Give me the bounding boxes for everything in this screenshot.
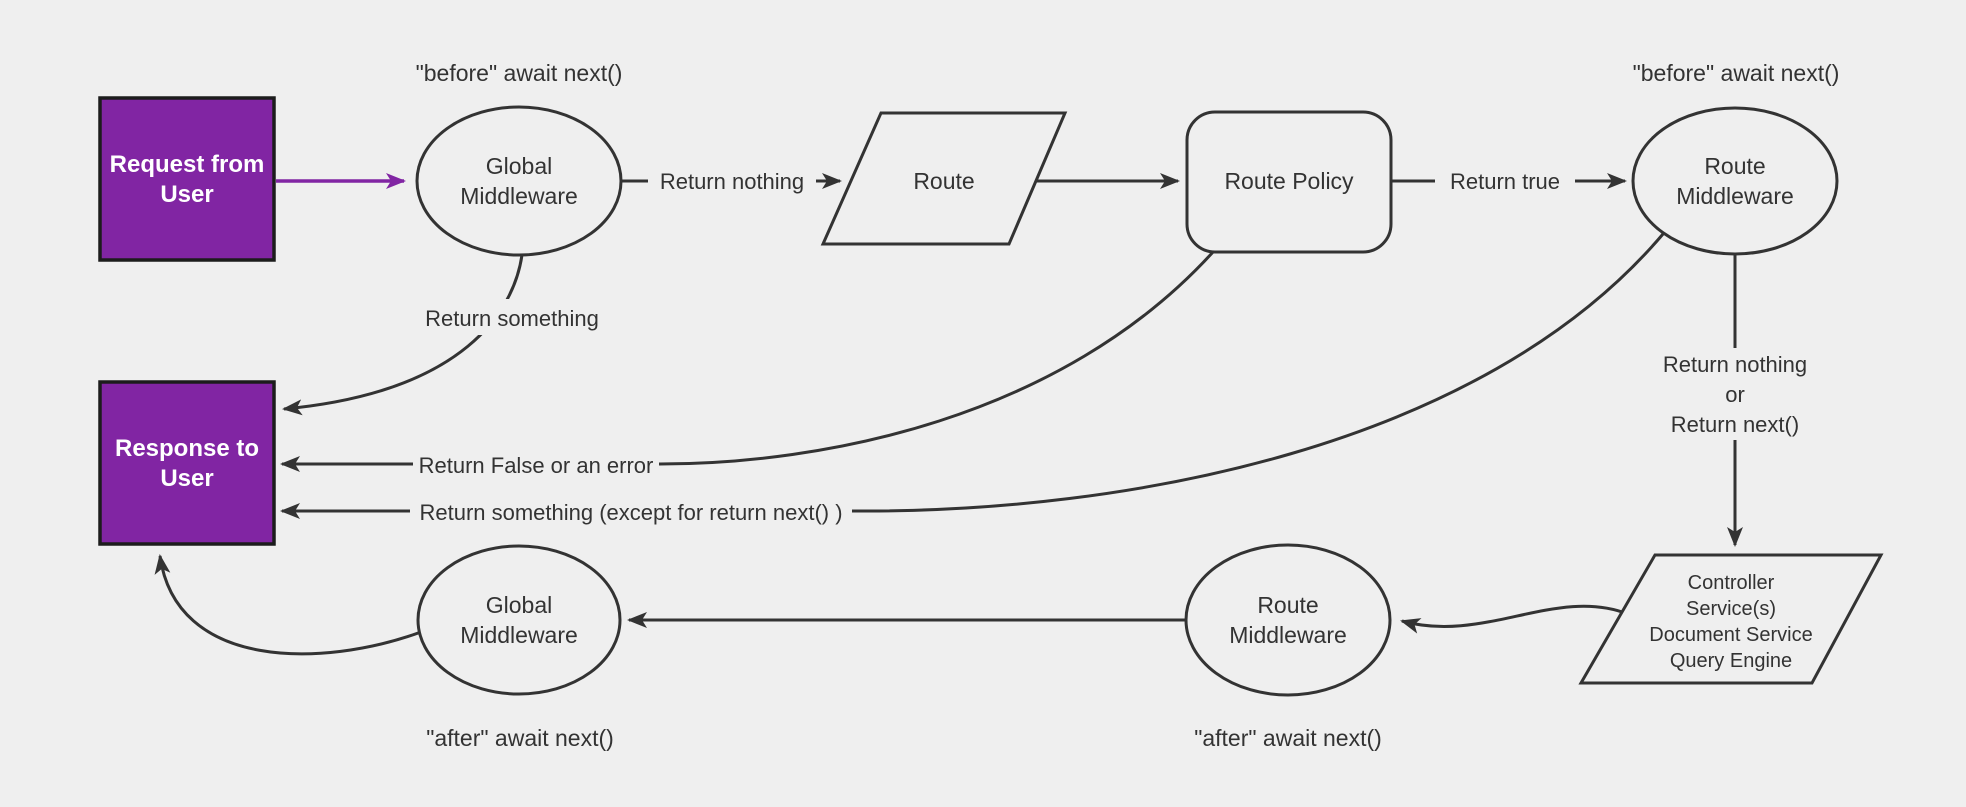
edge-label-return-false: Return False or an error xyxy=(413,447,659,483)
edge-label-text: Return nothing xyxy=(660,169,804,194)
edge-label-return-something-except: Return something (except for return next… xyxy=(410,494,852,530)
route-parallelogram xyxy=(820,111,1068,246)
controller-services-label-line4: Query Engine xyxy=(1670,650,1792,672)
global-middleware-bottom-label-line1: Global xyxy=(486,592,552,618)
edge-route-middleware-return-something-except xyxy=(280,233,1665,519)
label-background xyxy=(1435,162,1575,198)
route-middleware-bottom-label-line2: Middleware xyxy=(1229,622,1347,648)
edge-label-text-line2: or xyxy=(1725,382,1745,407)
edge-global-middleware-bottom-to-response xyxy=(154,554,422,656)
route-policy-box xyxy=(1185,110,1393,254)
controller-services-label-line1: Controller xyxy=(1688,572,1775,594)
label-background xyxy=(413,447,659,483)
response-to-user-label-line1: Response to xyxy=(115,435,259,462)
request-from-user-node: Request from User xyxy=(98,96,276,262)
route-middleware-top-label-line1: Route xyxy=(1704,153,1765,179)
controller-services-parallelogram xyxy=(1578,553,1884,685)
route-middleware-top-label-line2: Middleware xyxy=(1676,183,1794,209)
edge-global-middleware-return-something xyxy=(282,254,524,416)
route-policy-node: Route Policy xyxy=(1185,110,1393,254)
request-from-user-label-line2: User xyxy=(160,181,213,208)
annotation-after-route-middleware: "after" await next() xyxy=(1194,725,1382,751)
edge-label-return-true: Return true xyxy=(1435,162,1575,198)
label-background xyxy=(1641,348,1829,440)
annotation-before-global-middleware: "before" await next() xyxy=(416,60,623,86)
global-middleware-top-label-line1: Global xyxy=(486,153,552,179)
label-background xyxy=(410,494,852,530)
route-policy-label: Route Policy xyxy=(1224,168,1354,194)
route-middleware-bottom-ellipse xyxy=(1184,543,1392,697)
annotation-after-global-middleware: "after" await next() xyxy=(426,725,614,751)
route-middleware-top-ellipse xyxy=(1631,106,1839,256)
request-from-user-box xyxy=(98,96,276,262)
edge-label-text-line3: Return next() xyxy=(1671,412,1799,437)
route-label: Route xyxy=(913,168,974,194)
response-to-user-label-line2: User xyxy=(160,465,213,492)
edge-route-policy-return-false xyxy=(280,250,1215,472)
annotation-before-route-middleware: "before" await next() xyxy=(1633,60,1840,86)
controller-services-label-line2: Service(s) xyxy=(1686,598,1776,620)
edge-controller-to-route-middleware-bottom xyxy=(1400,604,1629,634)
route-middleware-bottom-label-line1: Route xyxy=(1257,592,1318,618)
edge-label-return-something: Return something xyxy=(411,299,613,335)
route-node: Route xyxy=(820,111,1068,246)
edge-label-text: Return something (except for return next… xyxy=(419,500,842,525)
response-to-user-box xyxy=(98,380,276,546)
controller-services-label-line3: Document Service xyxy=(1649,624,1812,646)
route-middleware-top-node: Route Middleware xyxy=(1631,106,1839,256)
edge-label-return-nothing: Return nothing xyxy=(648,162,816,198)
edge-label-return-nothing-or-next: Return nothing or Return next() xyxy=(1641,348,1829,440)
request-from-user-label-line1: Request from xyxy=(110,151,265,178)
global-middleware-bottom-label-line2: Middleware xyxy=(460,622,578,648)
global-middleware-top-label-line2: Middleware xyxy=(460,183,578,209)
label-background xyxy=(411,299,613,335)
global-middleware-bottom-ellipse xyxy=(416,544,622,696)
edge-label-text: Return False or an error xyxy=(419,453,654,478)
controller-services-node: Controller Service(s) Document Service Q… xyxy=(1578,553,1884,685)
global-middleware-top-ellipse xyxy=(415,105,623,257)
global-middleware-bottom-node: Global Middleware xyxy=(416,544,622,696)
label-background xyxy=(648,162,816,198)
edge-label-text: Return something xyxy=(425,306,599,331)
edge-label-text-line1: Return nothing xyxy=(1663,352,1807,377)
route-middleware-bottom-node: Route Middleware xyxy=(1184,543,1392,697)
edge-label-text: Return true xyxy=(1450,169,1560,194)
response-to-user-node: Response to User xyxy=(98,380,276,546)
global-middleware-top-node: Global Middleware xyxy=(415,105,623,257)
